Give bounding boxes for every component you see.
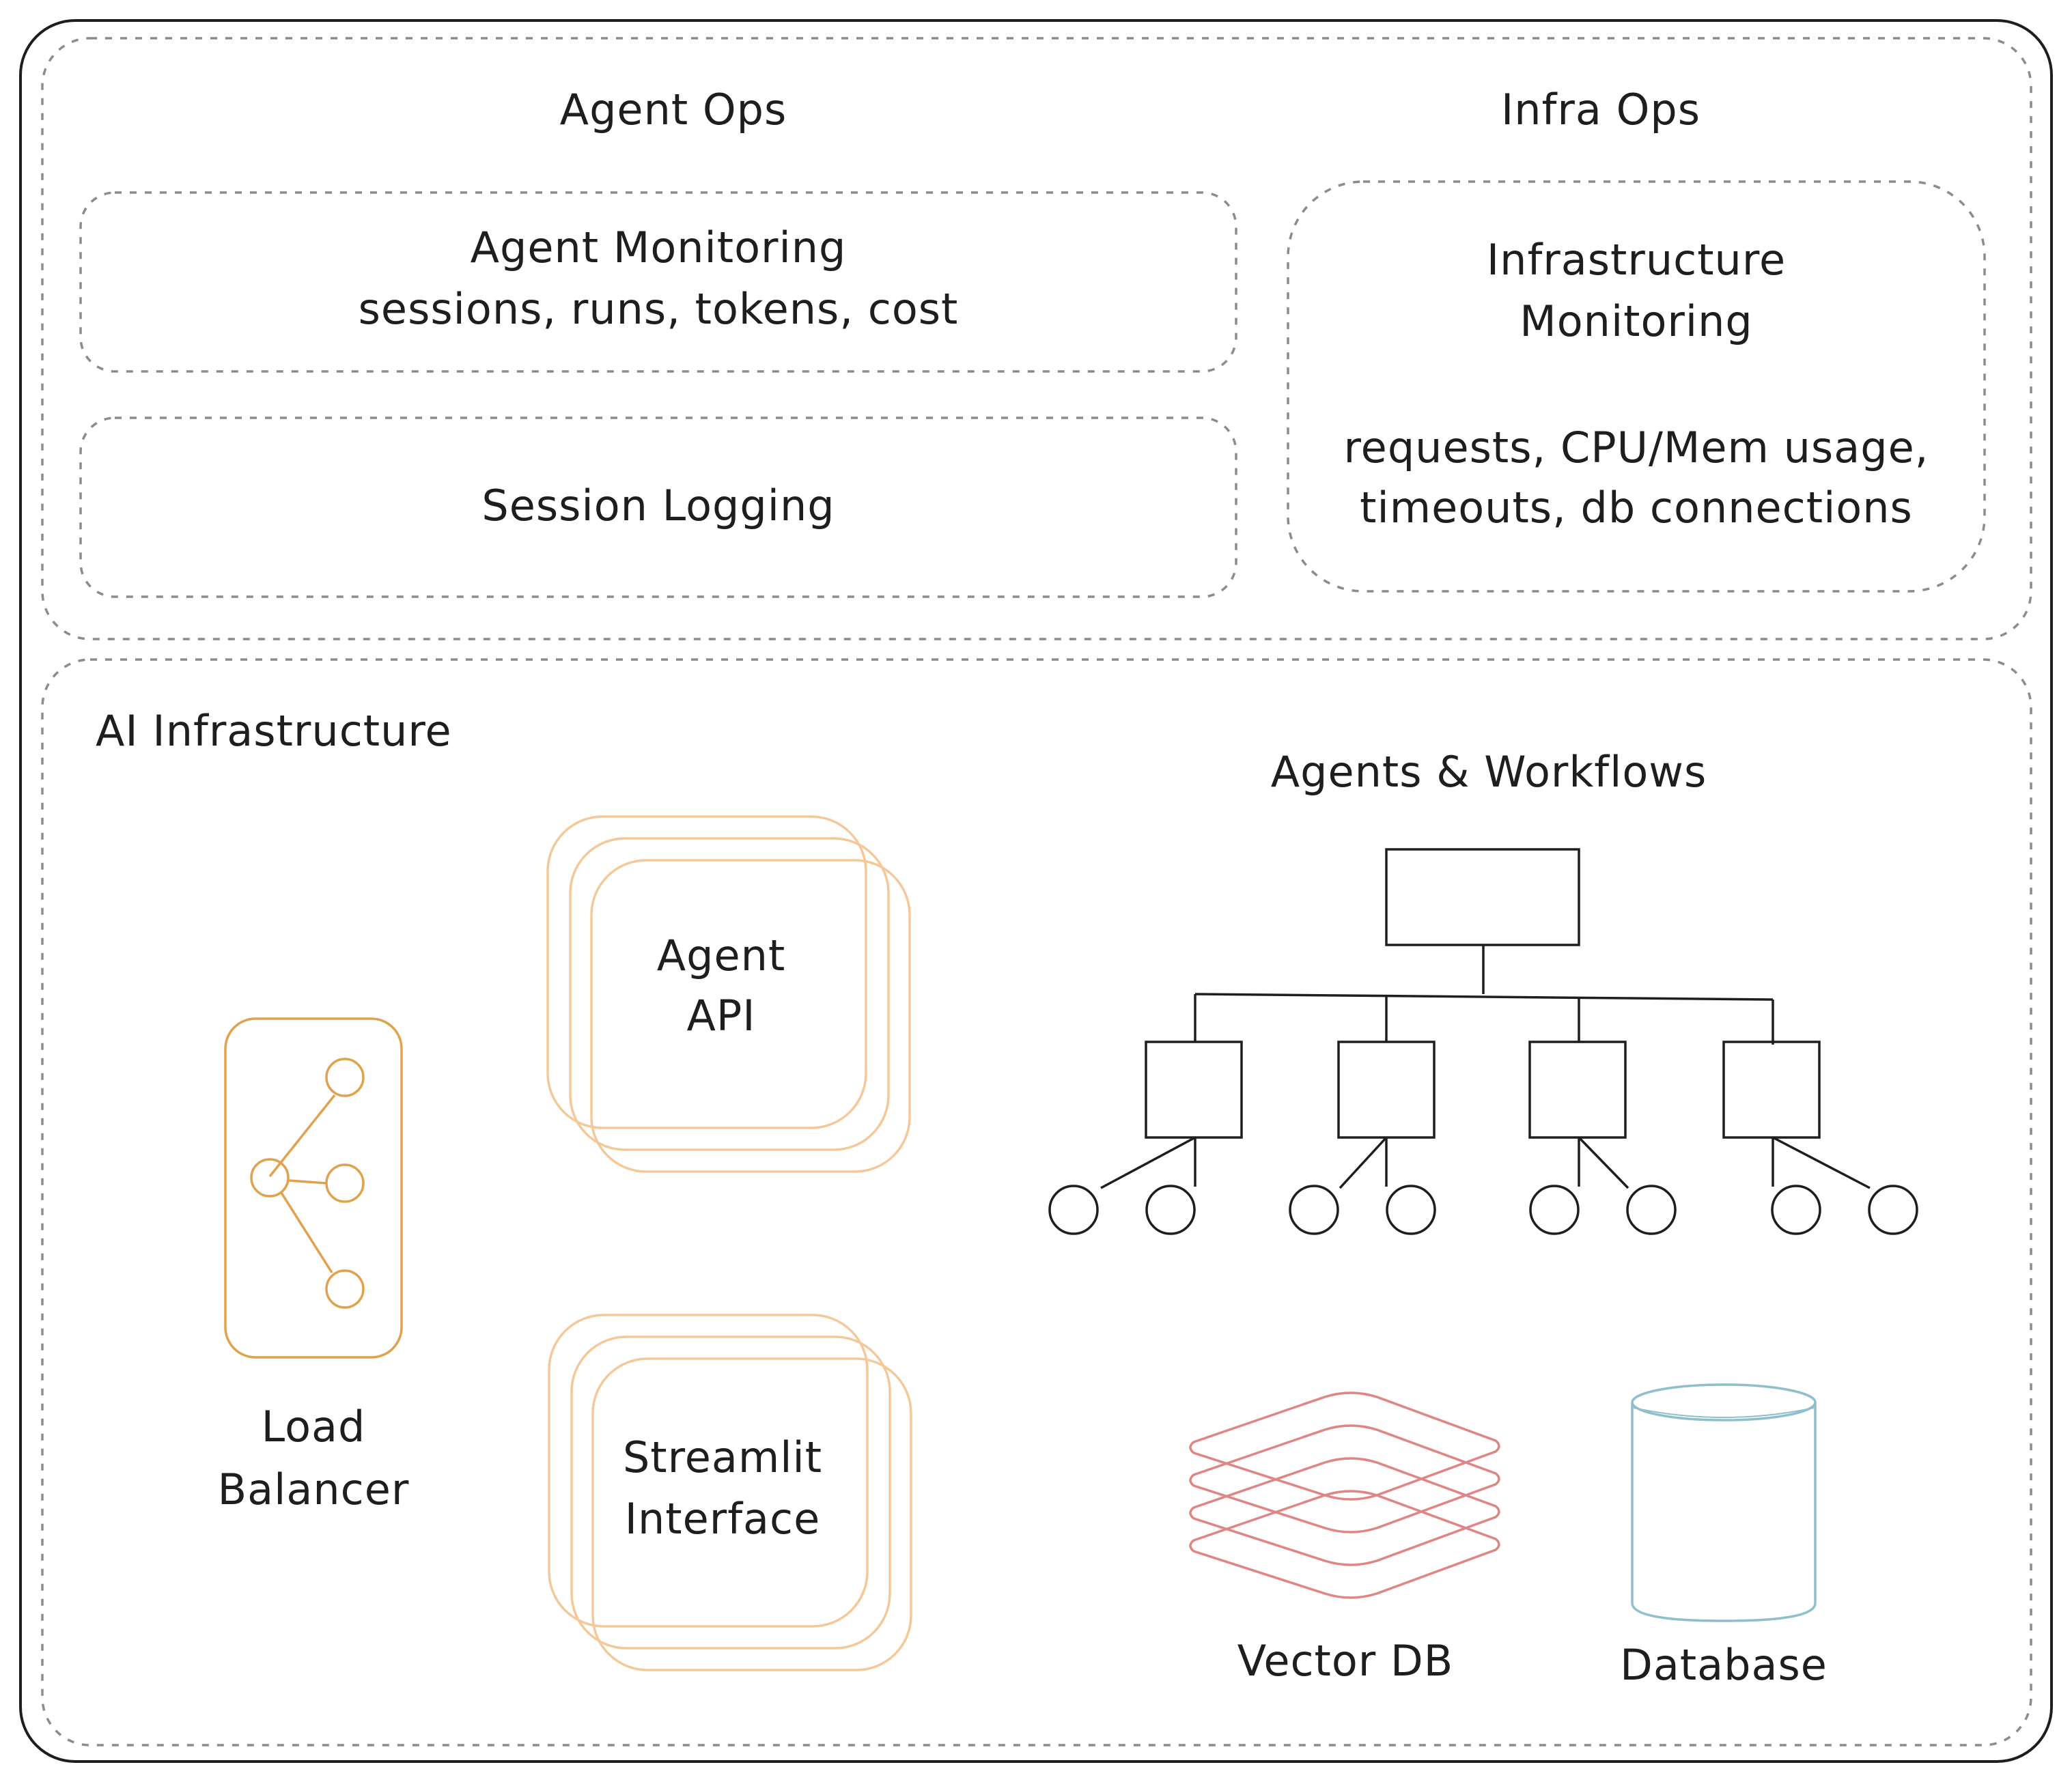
session-logging-box	[79, 416, 1237, 598]
streamlit-label-line2: Interface	[624, 1494, 821, 1544]
tree-child-node	[1145, 1041, 1243, 1139]
load-balancer-label-line2: Balancer	[217, 1465, 410, 1514]
load-balancer-label: Load Balancer	[177, 1396, 450, 1521]
agent-api-label-line2: API	[686, 991, 756, 1041]
agent-api-card-stack	[546, 815, 911, 1173]
load-balancer-icon	[224, 1017, 403, 1359]
outer-frame	[19, 19, 2053, 1763]
ai-infrastructure-title: AI Infrastructure	[96, 706, 452, 756]
hierarchy-tree-icon	[1048, 848, 1918, 1235]
tree-leaf-node	[1289, 1185, 1339, 1235]
tree-child-node	[1722, 1041, 1821, 1139]
tree-leaf-node	[1529, 1185, 1580, 1235]
tree-leaf-node	[1048, 1185, 1099, 1235]
infra-monitoring-title-line1: Infrastructure	[1486, 235, 1787, 285]
tree-leaf-node	[1626, 1185, 1677, 1235]
agent-ops-title: Agent Ops	[559, 85, 787, 135]
streamlit-label-line1: Streamlit	[622, 1432, 823, 1482]
ai-infrastructure-section	[41, 658, 2032, 1746]
vector-db-label: Vector DB	[1237, 1636, 1454, 1686]
tree-leaf-node	[1386, 1185, 1436, 1235]
database-label: Database	[1620, 1640, 1828, 1690]
agent-monitoring-box	[79, 191, 1237, 373]
agent-monitoring-label: Agent Monitoring sessions, runs, tokens,…	[81, 217, 1236, 340]
streamlit-card-stack	[548, 1314, 912, 1671]
agent-api-label-line1: Agent	[656, 931, 786, 980]
load-balancer-label-line1: Load	[261, 1402, 366, 1452]
tree-child-node	[1528, 1041, 1627, 1139]
infra-monitoring-box	[1287, 180, 1986, 593]
session-logging-label: Session Logging	[481, 481, 835, 531]
infra-monitoring-title-line2: Monitoring	[1520, 296, 1753, 346]
agent-monitoring-detail: sessions, runs, tokens, cost	[358, 284, 959, 334]
tree-leaf-node	[1771, 1185, 1821, 1235]
infra-monitoring-detail-line2: timeouts, db connections	[1360, 483, 1913, 533]
cylinder-database-icon	[1631, 1383, 1817, 1622]
infra-monitoring-label: Infrastructure Monitoring	[1288, 229, 1985, 352]
infra-monitoring-detail-line1: requests, CPU/Mem usage,	[1343, 423, 1929, 472]
tree-child-node	[1337, 1041, 1436, 1139]
tree-leaf-node	[1868, 1185, 1918, 1235]
streamlit-label: Streamlit Interface	[593, 1427, 852, 1550]
infra-monitoring-detail: requests, CPU/Mem usage, timeouts, db co…	[1288, 418, 1985, 538]
tree-root-node	[1385, 848, 1580, 946]
tree-leaf-node	[1145, 1185, 1196, 1235]
agent-api-label: Agent API	[591, 926, 851, 1046]
ops-section	[41, 37, 2032, 640]
infra-ops-title: Infra Ops	[1500, 85, 1701, 135]
agent-monitoring-title: Agent Monitoring	[470, 223, 847, 272]
stacked-layers-icon	[1189, 1391, 1500, 1599]
agents-workflows-title: Agents & Workflows	[1270, 747, 1707, 797]
